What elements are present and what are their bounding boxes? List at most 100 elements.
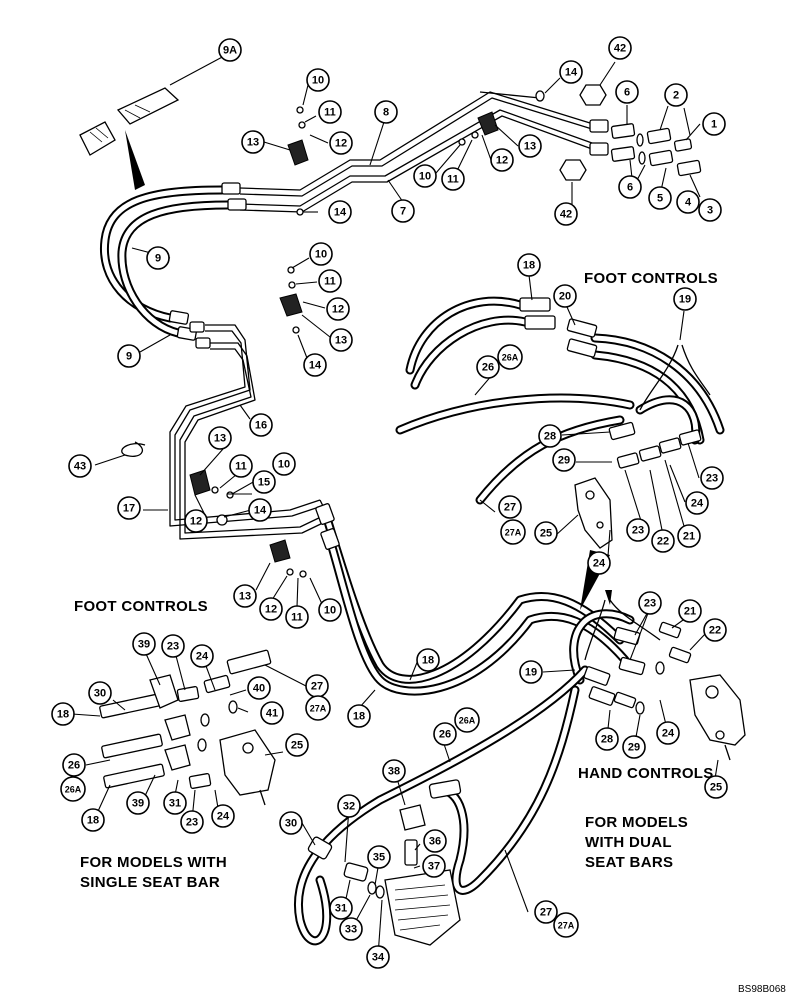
callout-27: 27: [534, 900, 558, 924]
hose-fittings-upper: [168, 182, 247, 349]
callout-number: 1: [711, 119, 717, 131]
callout-circle: [626, 518, 650, 542]
callout-32: 32: [337, 794, 361, 818]
callout-number: 18: [422, 655, 434, 667]
callout-23: 23: [180, 810, 204, 834]
callout-13: 13: [233, 584, 257, 608]
callout-14: 14: [559, 60, 583, 84]
callout-18: 18: [416, 648, 440, 672]
callout-12: 12: [490, 148, 514, 172]
callout-6: 6: [618, 175, 642, 199]
callout-43: 43: [68, 454, 92, 478]
callout-circle: [374, 100, 398, 124]
callout-circle: [608, 36, 632, 60]
hand-controls-hoses: [294, 599, 661, 946]
callout-circle: [190, 644, 214, 668]
callout-24: 24: [190, 644, 214, 668]
callout-24: 24: [587, 551, 611, 575]
callout-circle: [60, 776, 86, 802]
callout-number: 42: [560, 209, 572, 221]
hand-control-fittings: [583, 621, 692, 715]
callout-circle: [676, 190, 700, 214]
callout-circle: [656, 721, 680, 745]
callout-number: 4: [685, 197, 692, 209]
callout-number: 39: [132, 798, 144, 810]
foot-controls-heading-top: FOOT CONTROLS: [584, 270, 718, 287]
callout-number: 16: [255, 420, 267, 432]
callout-7: 7: [391, 199, 415, 223]
callout-24: 24: [685, 491, 709, 515]
callout-18: 18: [517, 253, 541, 277]
callout-8: 8: [374, 100, 398, 124]
callout-circle: [416, 648, 440, 672]
callout-number: 18: [353, 711, 365, 723]
single-seat-bar-assembly: [99, 649, 276, 806]
callout-circle: [423, 829, 447, 853]
callout-28: 28: [595, 727, 619, 751]
callout-42: 42: [608, 36, 632, 60]
single-seat-label-line2: SINGLE SEAT BAR: [80, 874, 220, 891]
callout-18: 18: [51, 702, 75, 726]
callout-circle: [68, 454, 92, 478]
callout-36: 36: [423, 829, 447, 853]
callout-12: 12: [259, 597, 283, 621]
callout-circle: [559, 60, 583, 84]
callout-number: 28: [544, 431, 556, 443]
callout-number: 28: [601, 734, 613, 746]
callout-number: 11: [235, 461, 247, 473]
callout-16: 16: [249, 413, 273, 437]
callout-circle: [518, 134, 542, 158]
callout-number: 27: [540, 907, 552, 919]
callout-circle: [260, 701, 284, 725]
callout-number: 14: [334, 207, 347, 219]
callout-circle: [318, 269, 342, 293]
callout-number: 43: [74, 461, 86, 473]
callout-number: 21: [683, 531, 695, 543]
callout-circle: [651, 529, 675, 553]
callout-24: 24: [656, 721, 680, 745]
callout-circle: [498, 495, 522, 519]
callout-23: 23: [638, 591, 662, 615]
callout-10: 10: [309, 242, 333, 266]
callout-14: 14: [303, 353, 327, 377]
callout-13: 13: [241, 130, 265, 154]
callout-number: 18: [87, 815, 99, 827]
callout-circle: [318, 598, 342, 622]
callout-number: 30: [94, 688, 106, 700]
steel-tubes-top: [239, 91, 593, 213]
callout-number: 24: [217, 811, 230, 823]
callout-40: 40: [247, 676, 271, 700]
callout-number: 12: [335, 138, 347, 150]
hoses-9: [99, 185, 233, 338]
callout-circle: [117, 344, 141, 368]
callout-1: 1: [702, 112, 726, 136]
callout-17: 17: [117, 496, 141, 520]
callout-number: 5: [657, 193, 663, 205]
callout-number: 13: [335, 335, 347, 347]
callout-number: 22: [709, 625, 721, 637]
callout-circle: [700, 466, 724, 490]
callout-number: 2: [673, 90, 679, 102]
callout-circle: [229, 454, 253, 478]
callout-circle: [673, 287, 697, 311]
callout-number: 27A: [558, 921, 575, 931]
callout-11: 11: [318, 269, 342, 293]
callout-number: 12: [265, 604, 277, 616]
callout-35: 35: [367, 845, 391, 869]
callout-26: 26: [433, 722, 457, 746]
callout-number: 30: [285, 818, 297, 830]
callout-circle: [685, 491, 709, 515]
callout-23: 23: [700, 466, 724, 490]
callout-number: 25: [291, 740, 303, 752]
callout-31: 31: [329, 896, 353, 920]
callout-circle: [249, 413, 273, 437]
grip-9a: [79, 87, 180, 190]
callout-number: 10: [312, 75, 324, 87]
callout-number: 34: [372, 952, 385, 964]
callout-circle: [328, 200, 352, 224]
callout-number: 22: [657, 536, 669, 548]
callout-circle: [184, 509, 208, 533]
callout-circle: [233, 584, 257, 608]
